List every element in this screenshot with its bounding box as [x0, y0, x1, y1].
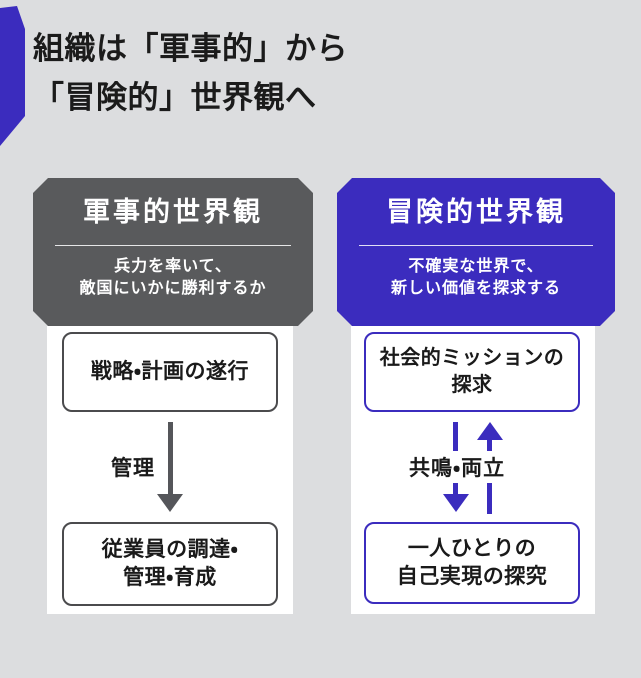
- adventurous-header-subtitle-line-1: 不確実な世界で、: [408, 258, 544, 275]
- military-header-subtitle-line-2: 敵国にいかに勝利するか: [79, 280, 267, 297]
- adventurous-header-divider: [359, 245, 593, 246]
- down-arrow-head-icon: [157, 494, 183, 512]
- adventurous-arrow-label: 共鳴・両立: [406, 451, 509, 483]
- military-top-box-label: 戦略・計画の遂行: [90, 360, 250, 383]
- military-header-divider: [55, 245, 291, 246]
- military-header-subtitle: 兵力を率いて、 敵国にいかに勝利するか: [33, 256, 313, 300]
- adventurous-header-subtitle-line-2: 新しい価値を探求する: [390, 280, 561, 297]
- page-title-line-2: 「冒険的」世界観へ: [33, 80, 317, 115]
- adventurous-top-box: 社会的ミッションの 探求: [364, 332, 580, 412]
- military-bottom-box-line-1: 従業員の調達・: [101, 538, 239, 561]
- down-arrow-shaft-icon: [168, 422, 173, 496]
- military-top-box: 戦略・計画の遂行: [62, 332, 278, 412]
- adventurous-header-subtitle: 不確実な世界で、 新しい価値を探求する: [337, 256, 615, 300]
- adventurous-worldview-header: 冒険的世界観 不確実な世界で、 新しい価値を探求する: [337, 178, 615, 326]
- page-title-line-1: 組織は「軍事的」から: [33, 31, 348, 66]
- military-bottom-box-line-2: 管理・育成: [123, 566, 217, 589]
- adventurous-flow-panel: 社会的ミッションの 探求 共鳴・両立 一人ひとりの 自己実現の探究: [351, 326, 595, 614]
- military-flow-panel: 戦略・計画の遂行 管理 従業員の調達・ 管理・育成: [47, 326, 293, 614]
- military-bottom-box: 従業員の調達・ 管理・育成: [62, 522, 278, 606]
- adventurous-header-title: 冒険的世界観: [386, 197, 566, 227]
- down-arrow-head-icon: [443, 494, 469, 512]
- title-accent-ribbon-icon: [0, 6, 25, 146]
- military-worldview-header: 軍事的世界観 兵力を率いて、 敵国にいかに勝利するか: [33, 178, 313, 326]
- military-header-title: 軍事的世界観: [83, 197, 263, 227]
- page-title: 組織は「軍事的」から 「冒険的」世界観へ: [33, 24, 348, 122]
- adventurous-top-box-line-1: 社会的ミッションの: [379, 347, 565, 369]
- adventurous-bottom-box-line-1: 一人ひとりの: [407, 537, 537, 560]
- up-arrow-head-icon: [477, 422, 503, 440]
- adventurous-top-box-line-2: 探求: [451, 374, 493, 396]
- military-arrow-label: 管理: [111, 457, 155, 480]
- military-header-subtitle-line-1: 兵力を率いて、: [114, 258, 232, 275]
- adventurous-bottom-box: 一人ひとりの 自己実現の探究: [364, 522, 580, 604]
- adventurous-bottom-box-line-2: 自己実現の探究: [396, 565, 548, 588]
